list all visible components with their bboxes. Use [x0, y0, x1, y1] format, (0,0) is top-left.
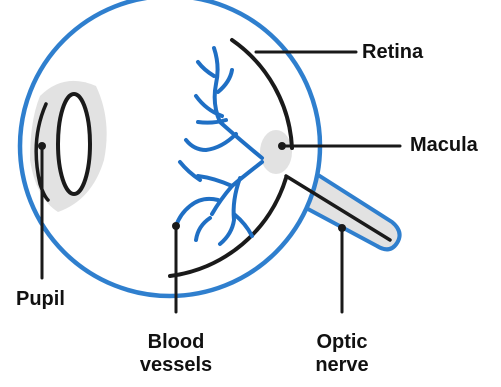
lens: [58, 94, 90, 194]
blood-vessels-label-line1: Blood: [128, 331, 224, 354]
macula-spot: [260, 130, 292, 174]
macula-label: Macula: [410, 134, 478, 157]
blood-vessels-label-line2: vessels: [128, 354, 224, 377]
optic-nerve-label: Optic nerve: [302, 331, 382, 377]
pupil-label: Pupil: [16, 288, 65, 311]
retina-label: Retina: [362, 41, 423, 64]
optic-nerve-label-line1: Optic: [302, 331, 382, 354]
blood-vessels-label: Blood vessels: [128, 331, 224, 377]
optic-nerve-label-line2: nerve: [302, 354, 382, 377]
